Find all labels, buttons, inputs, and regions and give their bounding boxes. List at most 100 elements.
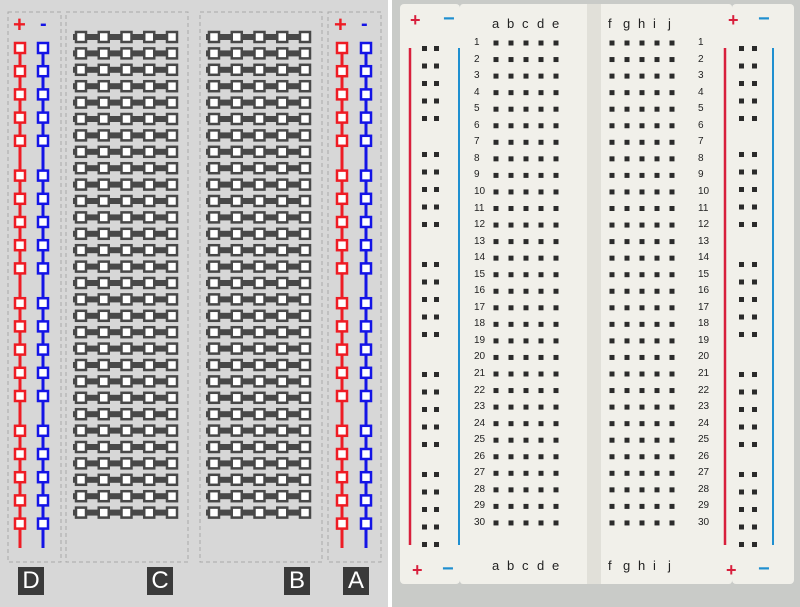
- terminal-hole: [538, 305, 544, 311]
- terminal-hole: [120, 63, 133, 77]
- terminal-hole: [538, 73, 544, 79]
- terminal-hole: [165, 63, 179, 77]
- terminal-hole: [298, 79, 312, 93]
- terminal-hole: [97, 112, 110, 126]
- row-number-left: 8: [474, 152, 480, 164]
- right-minus-symbol: -: [361, 13, 368, 35]
- terminal-hole: [538, 354, 544, 360]
- terminal-hole: [298, 211, 312, 224]
- terminal-hole: [143, 161, 156, 175]
- terminal-hole: [97, 489, 110, 503]
- terminal-hole: [120, 112, 133, 126]
- terminal-hole: [669, 338, 675, 344]
- terminal-hole: [609, 90, 615, 96]
- terminal-hole: [207, 47, 221, 60]
- terminal-hole: [120, 375, 133, 388]
- terminal-hole: [624, 520, 630, 526]
- terminal-hole: [669, 255, 675, 261]
- terminal-hole: [253, 47, 266, 60]
- terminal-hole: [553, 272, 559, 278]
- terminal-hole: [553, 338, 559, 344]
- terminal-hole: [523, 470, 529, 476]
- column-letter: e: [552, 558, 560, 573]
- rail-hole: [422, 424, 427, 430]
- terminal-hole: [538, 222, 544, 228]
- row-number-right: 17: [698, 301, 710, 313]
- terminal-hole: [508, 90, 514, 96]
- terminal-hole: [639, 189, 645, 195]
- terminal-hole: [253, 342, 266, 355]
- rail-hole: [422, 204, 427, 210]
- row-number-right: 1: [698, 37, 704, 48]
- positive-rail-hole: [335, 134, 349, 148]
- terminal-hole: [553, 487, 559, 493]
- terminal-hole: [230, 276, 243, 290]
- terminal-hole: [97, 260, 110, 273]
- terminal-hole: [654, 354, 660, 360]
- terminal-hole: [253, 161, 266, 175]
- terminal-hole: [624, 388, 630, 394]
- rail-hole: [434, 407, 439, 412]
- rail-hole: [739, 442, 744, 447]
- terminal-hole: [523, 222, 529, 228]
- left-minus-symbol: -: [40, 13, 47, 35]
- terminal-hole: [74, 506, 88, 519]
- rail-hole: [422, 116, 427, 121]
- right-plus-symbol: +: [334, 12, 347, 37]
- terminal-hole: [276, 145, 289, 159]
- column-letter: f: [608, 16, 612, 31]
- rail-hole: [752, 472, 757, 477]
- terminal-hole: [143, 506, 156, 519]
- terminal-hole: [508, 57, 514, 63]
- terminal-hole: [669, 520, 675, 526]
- terminal-hole: [143, 473, 156, 487]
- terminal-hole: [143, 407, 156, 421]
- row-number-left: 1: [474, 37, 480, 48]
- terminal-hole: [143, 391, 156, 405]
- terminal-hole: [74, 112, 88, 126]
- terminal-hole: [207, 342, 221, 355]
- terminal-hole: [624, 404, 630, 410]
- row-number-left: 11: [474, 202, 485, 214]
- rail-hole: [434, 187, 439, 192]
- row-number-left: 19: [474, 334, 486, 346]
- terminal-hole: [165, 30, 179, 44]
- section-label-c: C: [147, 567, 173, 595]
- terminal-hole: [654, 338, 660, 344]
- terminal-hole: [74, 30, 88, 44]
- row-number-right: 10: [698, 185, 710, 197]
- terminal-hole: [669, 189, 675, 195]
- rail-hole: [434, 204, 439, 210]
- row-number-left: 20: [474, 351, 486, 363]
- rail-hole: [422, 489, 427, 495]
- terminal-hole: [493, 321, 499, 327]
- terminal-hole: [609, 388, 615, 394]
- terminal-hole: [165, 506, 179, 519]
- row-number-right: 8: [698, 152, 704, 164]
- terminal-hole: [230, 211, 243, 224]
- terminal-hole: [493, 421, 499, 427]
- terminal-hole: [207, 473, 221, 487]
- terminal-hole: [276, 489, 289, 503]
- terminal-hole: [74, 96, 88, 109]
- terminal-hole: [639, 338, 645, 344]
- terminal-hole: [120, 227, 133, 241]
- terminal-hole: [74, 391, 88, 405]
- terminal-hole: [669, 354, 675, 360]
- terminal-hole: [276, 325, 289, 339]
- terminal-hole: [669, 239, 675, 245]
- photo-top-left-minus: −: [443, 8, 455, 30]
- terminal-hole: [654, 503, 660, 509]
- positive-rail-hole: [335, 88, 349, 101]
- terminal-hole: [120, 96, 133, 109]
- positive-rail-hole: [13, 366, 27, 380]
- terminal-hole: [276, 96, 289, 109]
- terminal-hole: [523, 90, 529, 96]
- terminal-hole: [639, 520, 645, 526]
- terminal-hole: [143, 325, 156, 339]
- terminal-hole: [553, 239, 559, 245]
- terminal-hole: [276, 506, 289, 519]
- terminal-hole: [230, 457, 243, 470]
- rail-hole: [739, 187, 744, 192]
- terminal-hole: [165, 145, 179, 159]
